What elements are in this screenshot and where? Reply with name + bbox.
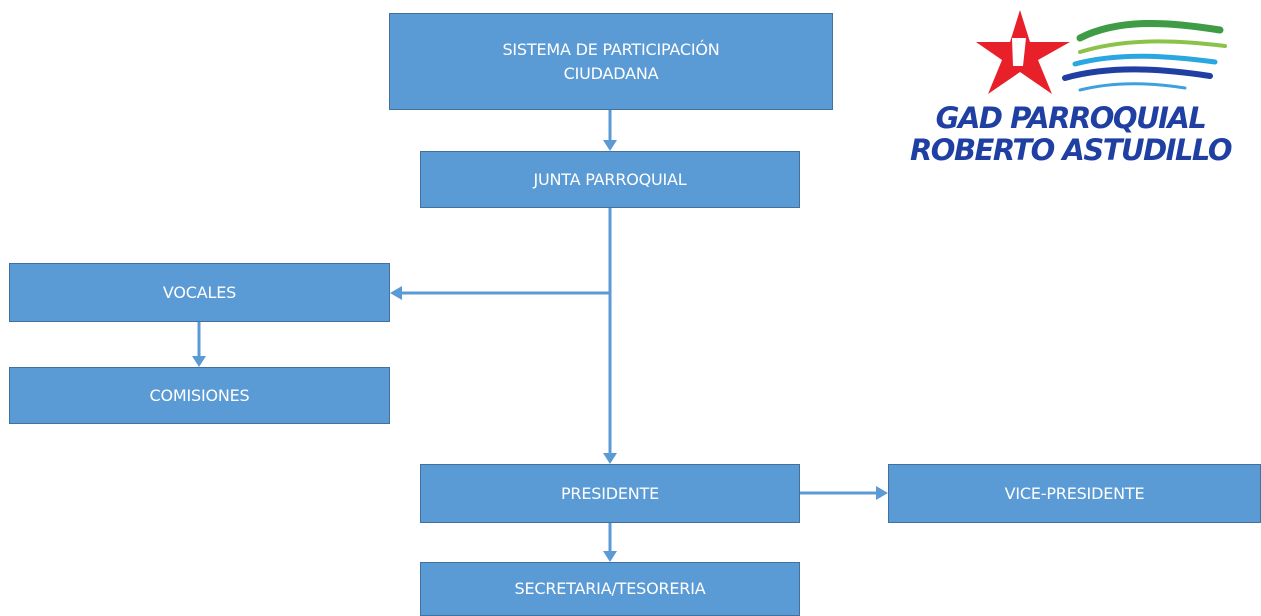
node-comisiones-label: COMISIONES [149, 385, 250, 405]
arrowhead-secretaria [603, 551, 617, 562]
node-comisiones: COMISIONES [9, 367, 390, 424]
node-sistema: SISTEMA DE PARTICIPACIÓN CIUDADANA [389, 13, 833, 110]
gad-logo: GAD PARROQUIAL ROBERTO ASTUDILLO [880, 8, 1261, 176]
arrowhead-junta [603, 140, 617, 151]
node-presidente-label: PRESIDENTE [560, 483, 660, 503]
node-secretaria: SECRETARIA/TESORERIA [420, 562, 800, 616]
node-presidente: PRESIDENTE [420, 464, 800, 523]
node-junta: JUNTA PARROQUIAL [420, 151, 800, 208]
wave-icon [1062, 19, 1227, 92]
logo-line-1: GAD PARROQUIAL [935, 101, 1207, 135]
node-junta-label: JUNTA PARROQUIAL [533, 169, 687, 189]
node-secretaria-label: SECRETARIA/TESORERIA [514, 579, 706, 598]
node-vicepresidente-label: VICE-PRESIDENTE [1004, 483, 1145, 503]
logo-line-2: ROBERTO ASTUDILLO [909, 133, 1233, 167]
arrowhead-vicepresidente [876, 486, 888, 500]
arrowhead-comisiones [192, 356, 206, 367]
logo-emblem [976, 10, 1227, 94]
node-vocales-label: VOCALES [162, 282, 237, 302]
arrowhead-vocales [390, 286, 402, 300]
arrowhead-presidente [603, 453, 617, 464]
star-mark-icon [1012, 38, 1026, 66]
node-vocales: VOCALES [9, 263, 390, 322]
node-vicepresidente: VICE-PRESIDENTE [888, 464, 1261, 523]
node-sistema-label: SISTEMA DE PARTICIPACIÓN CIUDADANA [502, 39, 720, 83]
